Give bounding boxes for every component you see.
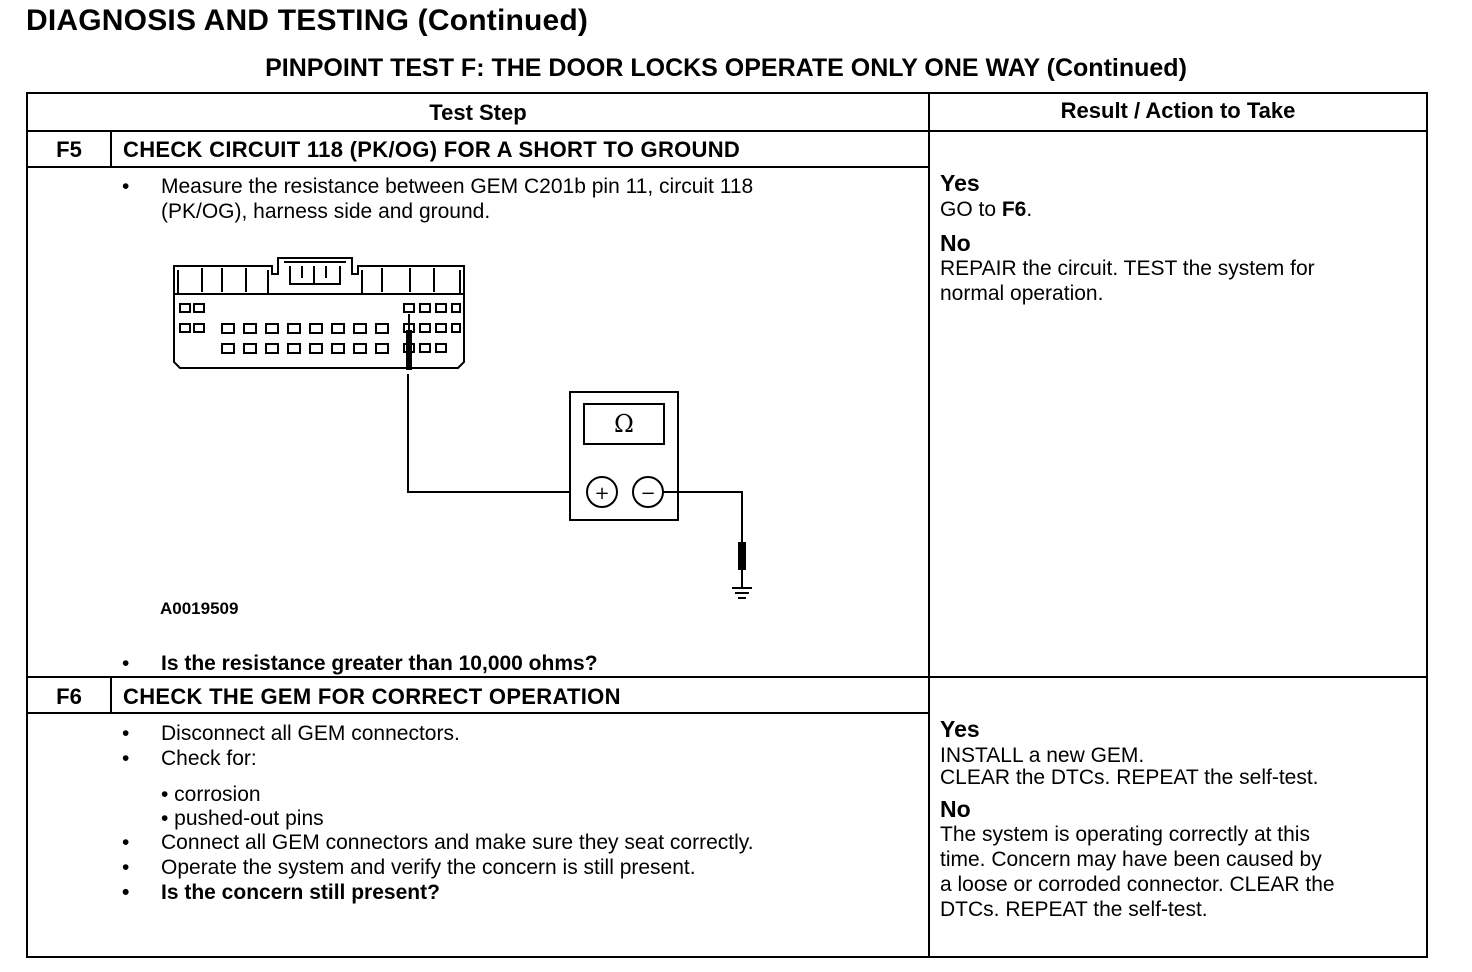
column-divider [928,94,930,956]
minus-symbol: − [640,483,655,504]
column-header-test-step: Test Step [429,100,527,125]
probe-icon [406,314,412,370]
f6-no-line2: time. Concern may have been caused by [940,848,1322,871]
f6-step-check-for: Check for: [161,747,257,770]
f5-yes-label: Yes [940,170,980,196]
f5-yes-target: F6 [1001,198,1027,221]
ohm-symbol: Ω [614,410,634,438]
f6-sub-corrosion: • corrosion [161,783,261,806]
header-row-divider [28,130,1426,132]
f6-step-connect: Connect all GEM connectors and make sure… [161,831,754,854]
f5-id-divider [110,130,112,168]
f6-id-divider [110,676,112,714]
f5-heading-divider [28,166,928,168]
f6-no-line4: DTCs. REPEAT the self-test. [940,898,1208,921]
f6-no-label: No [940,796,971,822]
f5-no-line2: normal operation. [940,282,1104,305]
f5-no-label: No [940,230,971,256]
f6-question: Is the concern still present? [161,881,440,904]
ohmmeter-icon [569,391,679,521]
f6-yes-line1: INSTALL a new GEM. [940,744,1145,767]
f6-bullet-3: • [122,831,130,854]
f5-wiring-figure [173,257,465,370]
step-heading-f5: CHECK CIRCUIT 118 (PK/OG) FOR A SHORT TO… [123,137,741,162]
f5-question-bullet: • [122,652,130,675]
f5-no-line1: REPAIR the circuit. TEST the system for [940,257,1315,280]
f6-bullet-2: • [122,747,130,770]
step-id-f6: F6 [56,684,82,709]
f5-f6-divider [28,676,1426,678]
pinpoint-test-title: PINPOINT TEST F: THE DOOR LOCKS OPERATE … [265,54,1187,82]
positive-lead [407,374,570,493]
pinpoint-test-table: Test Step Result / Action to Take F5 CHE… [26,92,1428,958]
f6-sub-pushed-out-pins: • pushed-out pins [161,807,324,830]
plus-symbol: + [594,483,609,504]
f5-yes-text: GO to F6. [940,197,1032,222]
f5-instruction-line2: (PK/OG), harness side and ground. [161,200,491,223]
f6-heading-divider [28,712,928,714]
f5-bullet: • [122,175,130,198]
figure-id: A0019509 [160,599,239,618]
step-heading-f6: CHECK THE GEM FOR CORRECT OPERATION [123,684,621,709]
f5-yes-suffix: . [1026,198,1033,221]
ground-symbol-icon [732,570,752,599]
f6-bullet-5: • [122,881,130,904]
f6-bullet-1: • [122,722,130,745]
meter-display [583,403,665,445]
ohmmeter-figure: Ω + − [407,374,752,599]
f6-yes-label: Yes [940,716,980,742]
f6-step-operate: Operate the system and verify the concer… [161,856,696,879]
f6-no-line3: a loose or corroded connector. CLEAR the [940,873,1335,896]
negative-lead [663,491,743,552]
plus-terminal [586,476,618,508]
column-header-result: Result / Action to Take [1060,98,1296,123]
step-id-f5: F5 [56,137,82,162]
f6-yes-line2: CLEAR the DTCs. REPEAT the self-test. [940,766,1319,789]
f5-instruction-line1: Measure the resistance between GEM C201b… [161,175,754,198]
f6-step-disconnect: Disconnect all GEM connectors. [161,722,460,745]
page-title: DIAGNOSIS AND TESTING (Continued) [26,4,589,37]
connector-icon [173,257,465,369]
f6-no-line1: The system is operating correctly at thi… [940,823,1310,846]
f6-bullet-4: • [122,856,130,879]
f5-question: Is the resistance greater than 10,000 oh… [161,652,598,675]
f5-yes-prefix: GO to [940,198,1002,221]
